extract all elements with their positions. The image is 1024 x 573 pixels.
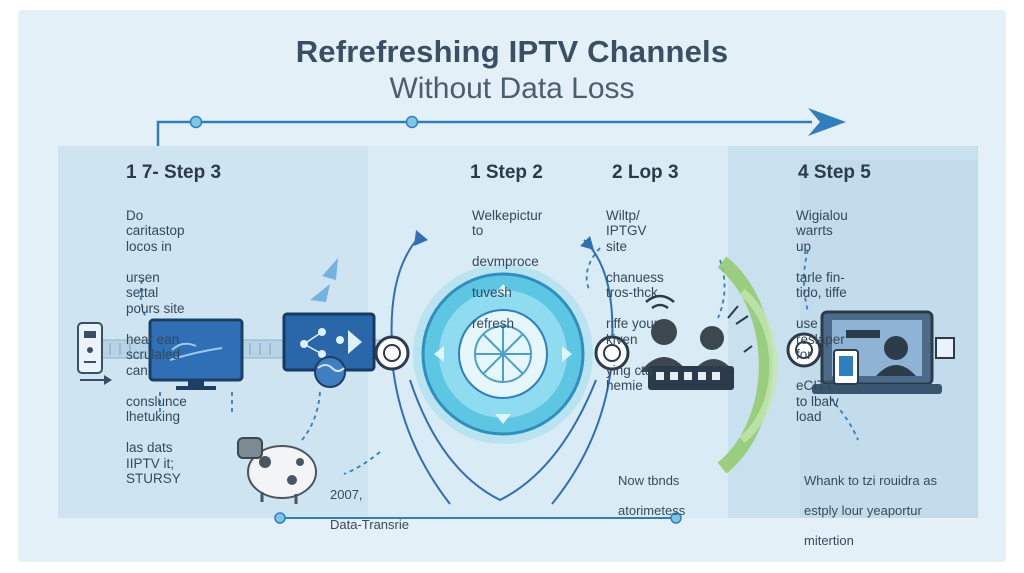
step-4-heading: 4 Step 5 (798, 162, 871, 183)
step-1-line: conslunce lhetuking (126, 393, 187, 425)
data-transfer-note: 2007, Data-Transrie (330, 472, 409, 532)
note-line: Now tbnds (618, 473, 680, 488)
laptop-icon (812, 310, 955, 394)
top-flow-line (156, 120, 812, 146)
step-3-heading: 2 Lop 3 (612, 162, 679, 183)
monitor-icon (148, 318, 244, 390)
step-1-line: ursen settal pours site (126, 269, 185, 316)
note-line: atorimetess (618, 503, 686, 518)
people-icon (640, 319, 734, 390)
step-2-line: Welkepictur to (472, 207, 543, 239)
hub-arrow-right (580, 236, 594, 250)
bottom-middle-note: Now tbnds atorimetess (618, 458, 685, 518)
step-4-line: Wigialou warrts up (796, 207, 848, 254)
step-2-line: refresh (472, 316, 515, 331)
step-3-line: riffe your kiven (606, 316, 659, 347)
dotted-connectors (139, 247, 859, 475)
wifi-icon (645, 294, 675, 310)
step-2-description: Welkepictur to devmproce tuvesh refresh (472, 192, 542, 332)
remote-icon (77, 322, 103, 374)
page-subtitle: Without Data Loss (389, 72, 635, 105)
top-node-1 (189, 115, 203, 129)
note-line: estply lour yeaportur (804, 503, 922, 518)
step-1-line: las dats IIPTV it; STURSY (126, 440, 181, 486)
step-4-line: tarle fin-tido, tiffe (796, 269, 847, 301)
step-4-line: eCITT to lbalv load (796, 378, 839, 424)
sheep-icon (237, 437, 317, 504)
top-node-2 (405, 115, 419, 129)
step-1-line: hear ean scrulaled can (126, 331, 181, 378)
step-3-line: chanuess tros-thck (606, 269, 664, 301)
step-3-description: Wiltp/ IPTGV site chanuess tros-thck rif… (606, 192, 664, 394)
hub-icon (413, 264, 593, 444)
step-3-line: Wiltp/ IPTGV site (606, 207, 647, 254)
note-line: mitertion (804, 533, 854, 548)
data-transfer-year: 2007, (330, 487, 363, 502)
ring-node-1 (374, 335, 410, 371)
bottom-node-1 (274, 512, 286, 524)
bottom-right-note: Whank to tzi rouidra as estply lour yeap… (804, 458, 937, 548)
bird-icon (310, 258, 338, 302)
step-1-line: Do caritastop locos in (126, 207, 185, 254)
note-line: Whank to tzi rouidra as (804, 473, 937, 488)
top-arrow-head (808, 108, 846, 136)
ring-node-2 (594, 335, 630, 371)
network-icon (282, 312, 376, 372)
step-2-line: tuvesh (472, 285, 512, 300)
step-1-description: Do caritastop locos in ursen settal pour… (126, 192, 187, 487)
green-arc (717, 256, 778, 474)
hub-arrow-left (414, 230, 428, 246)
step-2-heading: 1 Step 2 (470, 162, 543, 183)
data-transfer-label: Data-Transrie (330, 517, 409, 532)
step-4-description: Wigialou warrts up tarle fin-tido, tiffe… (796, 192, 848, 425)
ring-node-3 (786, 332, 822, 368)
bottom-node-2 (670, 512, 682, 524)
input-arrow-head (104, 375, 112, 385)
rail-ticks (109, 343, 271, 355)
step-3-line: ying cta hemie (606, 362, 653, 394)
step-1-heading: 1 7- Step 3 (126, 162, 222, 183)
globe-icon (314, 356, 346, 388)
page-title: Refrefreshing IPTV Channels (295, 34, 729, 69)
step-2-line: devmproce (472, 254, 539, 269)
step-4-line: use reslaper for (796, 316, 845, 362)
sparkle-lines (727, 305, 753, 353)
